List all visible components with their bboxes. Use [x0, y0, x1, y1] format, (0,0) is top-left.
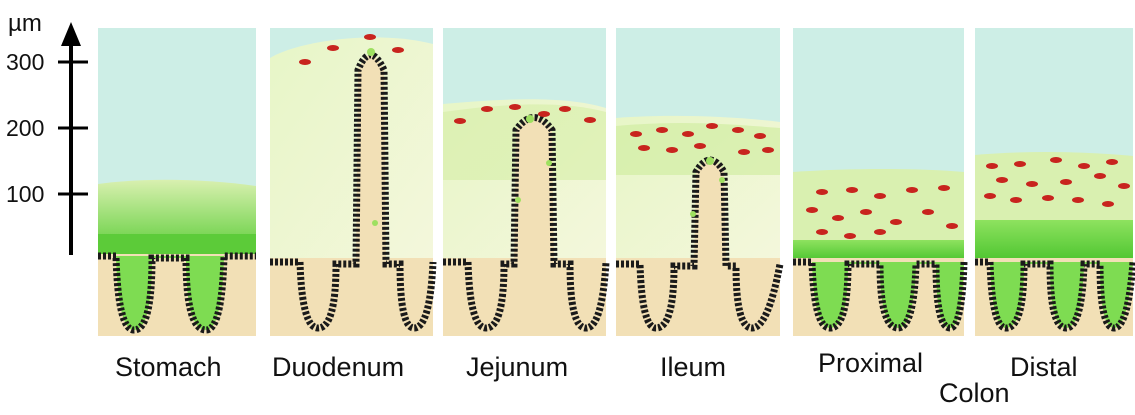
- tick-label-300: 300: [6, 49, 44, 76]
- label-duodenum: Duodenum: [272, 352, 404, 383]
- panel-ileum: [616, 28, 780, 336]
- panel-proximal-colon: [793, 28, 964, 336]
- axis-arrow-icon: [61, 22, 81, 46]
- tick-label-200: 200: [6, 115, 44, 142]
- label-stomach: Stomach: [115, 352, 222, 383]
- panel-jejunum: [443, 28, 606, 336]
- panel-distal-colon: [975, 28, 1133, 336]
- panel-duodenum: [270, 28, 433, 336]
- label-ileum: Ileum: [660, 352, 726, 383]
- panel-stomach: [98, 28, 256, 336]
- label-jejunum: Jejunum: [466, 352, 568, 383]
- label-proximal: Proximal: [818, 348, 923, 379]
- axis-unit-label: µm: [8, 10, 42, 38]
- tick-label-100: 100: [6, 181, 44, 208]
- label-distal: Distal: [1010, 352, 1078, 383]
- y-axis: [58, 22, 88, 255]
- label-colon-group: Colon: [939, 378, 1010, 409]
